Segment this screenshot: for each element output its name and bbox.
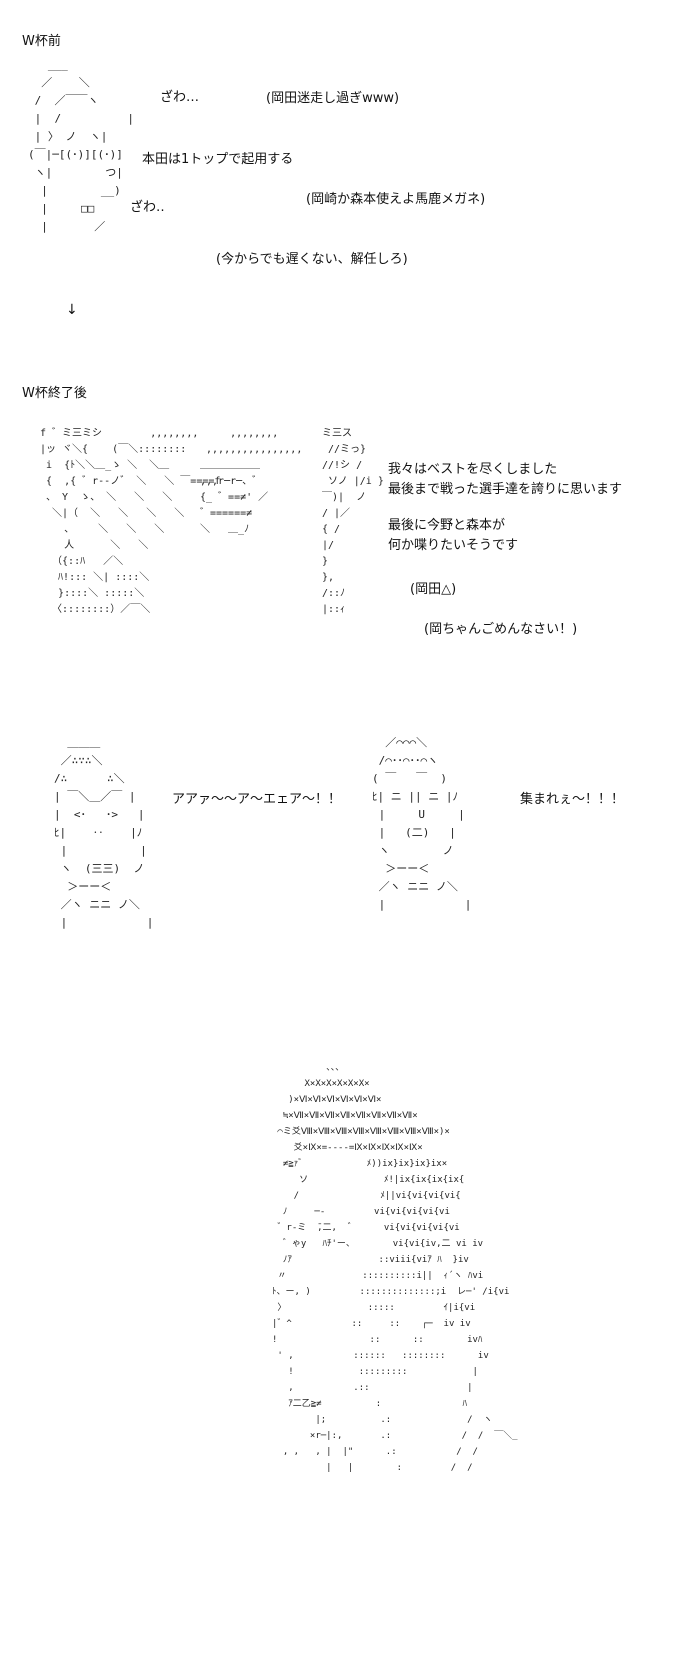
fan-quote-2: (岡崎か森本使えよ馬鹿メガネ) [306, 192, 486, 207]
okada-after-ascii-art: f ゛ミ三ミシ ,,,,,,,, |ッ ヾ＼{ (￣＼:::::::: i {ﾄ… [40, 428, 221, 615]
honda-line: 本田は1トップで起用する [142, 152, 294, 167]
konno-shout: アアァ～～ア～エェア～！！ [172, 792, 342, 807]
speech-line-1: 我々はベストを尽くしました [388, 462, 558, 477]
zawa-text-2: ざわ‥ [130, 200, 165, 215]
big-face-ascii-art: 、、、 X×X×X×X×X×X× )×Ⅵ×Ⅵ×Ⅵ×Ⅵ×Ⅵ×Ⅵ× ≒×Ⅶ×Ⅶ×Ⅶ×… [272, 1063, 518, 1473]
okada-before-ascii-art: ___ ／ ＼ / ／￣￣ヽ | / | | 〉 ノ ヽ| (￣|─[(･)][… [28, 58, 134, 233]
okada-after-ascii-art-mid: ,,,,,,,, ,,,,,,,,,,,,,,,, ＿＿＿＿＿＿ ,,,r─r─… [200, 428, 303, 535]
morimoto-shout: 集まれぇ～！！！ [520, 792, 625, 807]
fan-quote-3: (今からでも遅くない、解任しろ) [216, 252, 408, 267]
down-arrow: ↓ [66, 302, 78, 318]
morimoto-ascii-art: ／⌒⌒⌒＼ /⌒･･⌒･･⌒ヽ ( ￣ ￣ ) ﾋ| ニ || ニ |ﾉ | U… [372, 736, 472, 911]
konno-ascii-art: ＿＿＿ ／∴∵∴＼ /∴ ∴＼ | ￣＼＿／￣ | | <･ ･> | ﾋ| ‥… [54, 736, 154, 929]
speech-line-2: 最後まで戦った選手達を誇りに思います [388, 482, 623, 497]
section-heading-after: W杯終了後 [22, 386, 87, 401]
fan-quote-5: (岡ちゃんごめんなさい！) [424, 622, 578, 637]
speech-line-4: 何か喋りたいそうです [388, 538, 519, 553]
fan-quote-1: (岡田迷走し過ぎwww) [266, 91, 400, 106]
speech-line-3: 最後に今野と森本が [388, 518, 506, 533]
fan-quote-4: (岡田△) [410, 582, 457, 597]
okada-after-ascii-art-right: ミ三ス //ミっ} //!シ / ソノ |/i } ￣)| ノ / |／ { /… [322, 428, 384, 615]
zawa-text-1: ざわ… [160, 90, 200, 105]
section-heading-before: W杯前 [22, 34, 61, 49]
